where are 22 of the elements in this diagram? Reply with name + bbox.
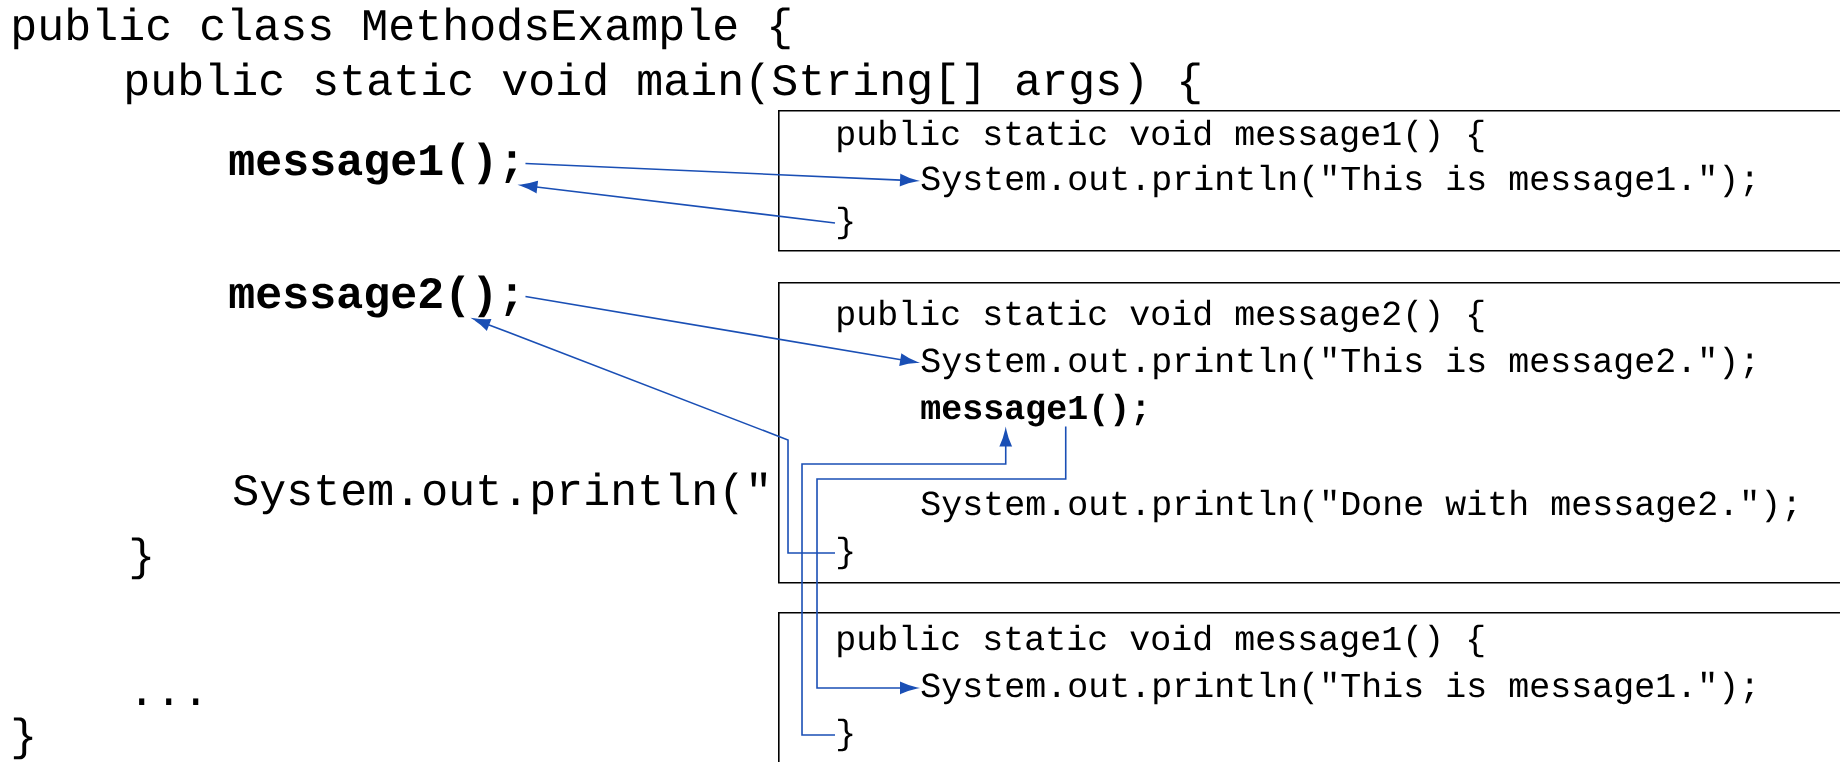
code-line: ... (139, 698, 199, 705)
code-line: System.out.println("This is message1."); (921, 164, 1753, 198)
code-line: public static void main(String[] args) { (127, 62, 1200, 105)
code-line: } (838, 536, 853, 570)
arrow (816, 425, 1067, 694)
method-call: message1(); (921, 393, 1145, 427)
code-line: } (838, 718, 853, 752)
arrow (473, 318, 836, 554)
code-line: } (838, 206, 853, 240)
code-line: System.out.println(" (233, 472, 767, 515)
arrow (801, 429, 1012, 736)
code-line: System.out.println("Done with message2."); (921, 489, 1795, 523)
code-line: public class MethodsExample { (14, 7, 790, 50)
code-line: } (131, 537, 151, 580)
code-line: } (13, 717, 33, 760)
arrow (524, 295, 918, 366)
arrow (524, 162, 918, 187)
method-call: message1(); (229, 142, 516, 185)
arrow (520, 181, 836, 224)
code-line: System.out.println("This is message2."); (921, 346, 1753, 380)
method-call: message2(); (229, 275, 516, 318)
code-line: System.out.println("This is message1."); (921, 671, 1753, 705)
